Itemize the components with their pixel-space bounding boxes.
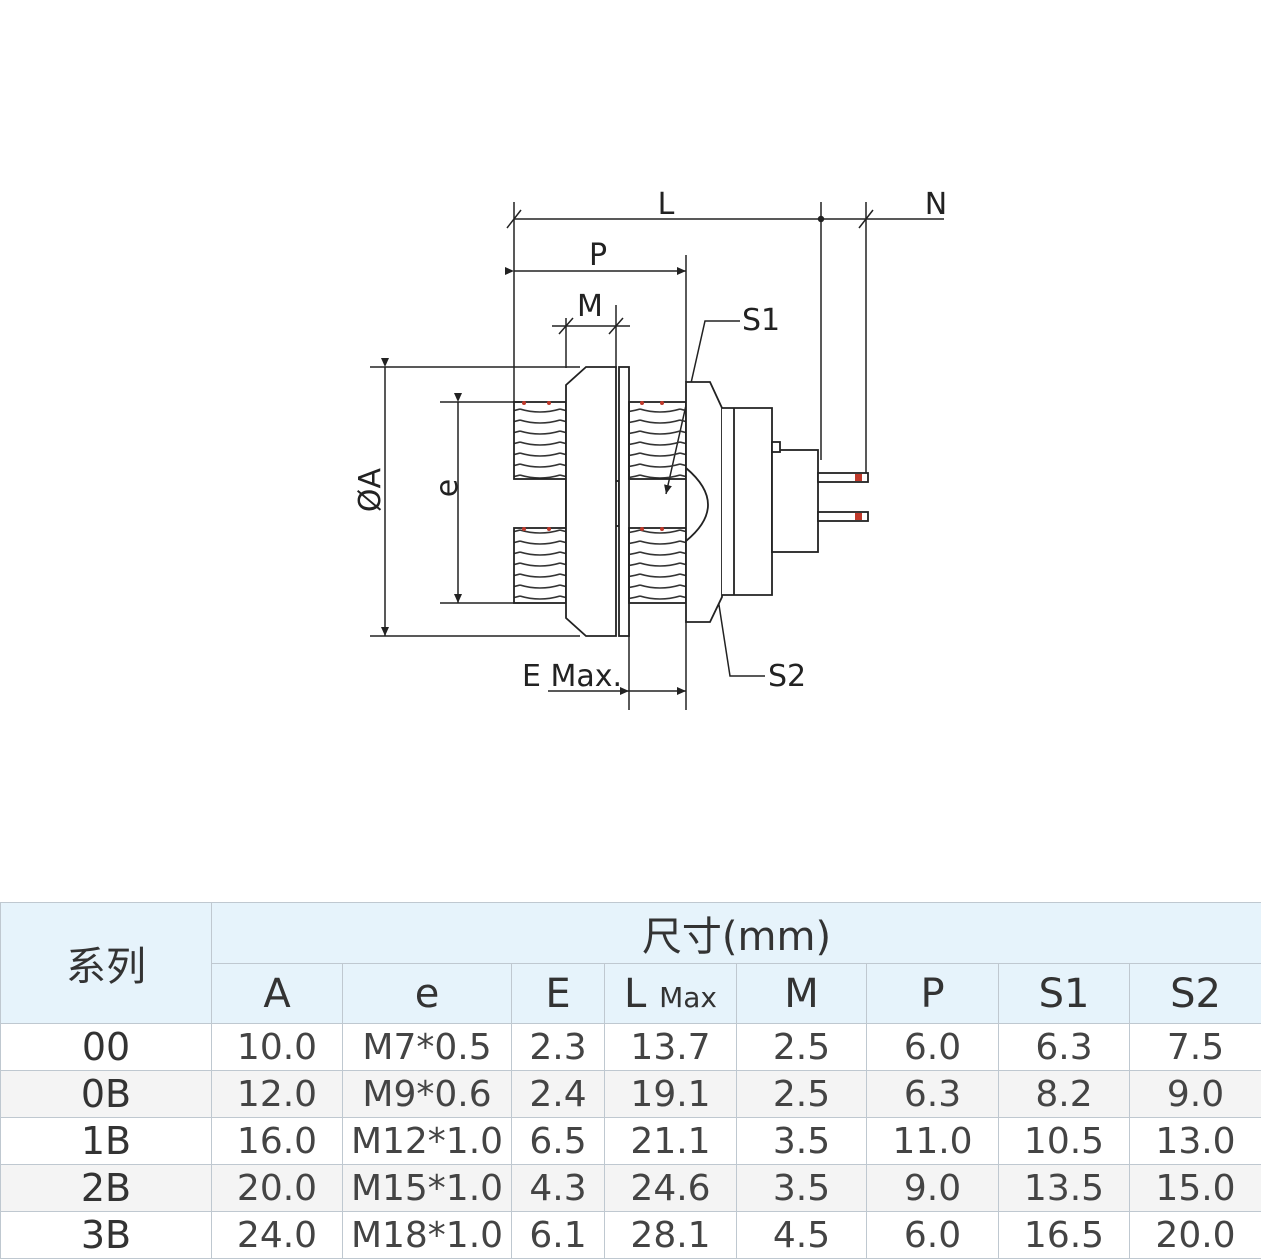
cell-e: M18*1.0: [342, 1211, 512, 1259]
cell-e: M15*1.0: [342, 1164, 512, 1212]
cell-s1: 16.5: [998, 1211, 1130, 1259]
cell-e-upper: 6.1: [511, 1211, 605, 1259]
col-header-l: L: [624, 970, 647, 1017]
col-header-m: M: [736, 963, 867, 1024]
cell-e-upper: 6.5: [511, 1117, 605, 1165]
cell-s2: 15.0: [1128, 1164, 1261, 1212]
series-cell: 3B: [0, 1211, 212, 1259]
table-row: 1B 16.0 M12*1.0 6.5 21.1 3.5 11.0 10.5 1…: [0, 1117, 1261, 1165]
cell-a: 12.0: [211, 1070, 343, 1118]
col-header-a: A: [211, 963, 343, 1024]
cell-p: 6.3: [866, 1070, 999, 1118]
dimension-header: 尺寸(mm): [210, 902, 1261, 964]
cell-a: 20.0: [211, 1164, 343, 1212]
dimension-table: 系列 尺寸(mm) A e E L Max M P S1 S2 00 10.0 …: [0, 902, 1261, 1259]
col-header-l-max: L Max: [604, 963, 737, 1024]
series-header: 系列: [0, 902, 212, 1024]
series-cell: 2B: [0, 1164, 212, 1212]
cell-m: 3.5: [736, 1117, 867, 1165]
cell-l: 28.1: [604, 1211, 737, 1259]
cell-m: 2.5: [736, 1023, 867, 1071]
connector-drawing: L N P M S1 S2 E Max. ØA e: [353, 187, 947, 710]
label-n: N: [925, 187, 947, 222]
series-cell: 0B: [0, 1070, 212, 1118]
cell-e: M9*0.6: [342, 1070, 512, 1118]
cell-m: 2.5: [736, 1070, 867, 1118]
label-l: L: [658, 187, 675, 222]
series-cell: 00: [0, 1023, 212, 1071]
cell-a: 10.0: [211, 1023, 343, 1071]
table-row: 0B 12.0 M9*0.6 2.4 19.1 2.5 6.3 8.2 9.0: [0, 1070, 1261, 1118]
cell-p: 9.0: [866, 1164, 999, 1212]
cell-e-upper: 2.4: [511, 1070, 605, 1118]
cell-l: 24.6: [604, 1164, 737, 1212]
cell-e: M7*0.5: [342, 1023, 512, 1071]
cell-s2: 13.0: [1128, 1117, 1261, 1165]
col-header-s1: S1: [998, 963, 1130, 1024]
cell-s1: 13.5: [998, 1164, 1130, 1212]
cell-m: 4.5: [736, 1211, 867, 1259]
cell-l: 13.7: [604, 1023, 737, 1071]
cell-s2: 9.0: [1128, 1070, 1261, 1118]
label-m: M: [577, 289, 603, 324]
col-header-e-upper: E: [511, 963, 605, 1024]
label-e-max: E Max.: [522, 659, 622, 694]
label-s2: S2: [768, 659, 806, 694]
cell-a: 16.0: [211, 1117, 343, 1165]
col-header-e: e: [342, 963, 512, 1024]
label-diameter-a: ØA: [353, 467, 388, 512]
col-header-p: P: [866, 963, 999, 1024]
col-header-s2: S2: [1128, 963, 1261, 1024]
cell-p: 6.0: [866, 1211, 999, 1259]
label-e: e: [430, 479, 465, 497]
cell-m: 3.5: [736, 1164, 867, 1212]
col-header-l-suffix: Max: [659, 980, 717, 1014]
cell-s1: 6.3: [998, 1023, 1130, 1071]
cell-l: 19.1: [604, 1070, 737, 1118]
cell-s2: 7.5: [1128, 1023, 1261, 1071]
table-row: 2B 20.0 M15*1.0 4.3 24.6 3.5 9.0 13.5 15…: [0, 1164, 1261, 1212]
table-row: 3B 24.0 M18*1.0 6.1 28.1 4.5 6.0 16.5 20…: [0, 1211, 1261, 1259]
cell-s1: 10.5: [998, 1117, 1130, 1165]
cell-e: M12*1.0: [342, 1117, 512, 1165]
cell-s1: 8.2: [998, 1070, 1130, 1118]
cell-a: 24.0: [211, 1211, 343, 1259]
cell-e-upper: 4.3: [511, 1164, 605, 1212]
table-row: 00 10.0 M7*0.5 2.3 13.7 2.5 6.0 6.3 7.5: [0, 1023, 1261, 1071]
label-p: P: [589, 238, 607, 273]
cell-p: 6.0: [866, 1023, 999, 1071]
label-s1: S1: [742, 303, 780, 338]
series-cell: 1B: [0, 1117, 212, 1165]
cell-p: 11.0: [866, 1117, 999, 1165]
cell-l: 21.1: [604, 1117, 737, 1165]
cell-s2: 20.0: [1128, 1211, 1261, 1259]
cell-e-upper: 2.3: [511, 1023, 605, 1071]
